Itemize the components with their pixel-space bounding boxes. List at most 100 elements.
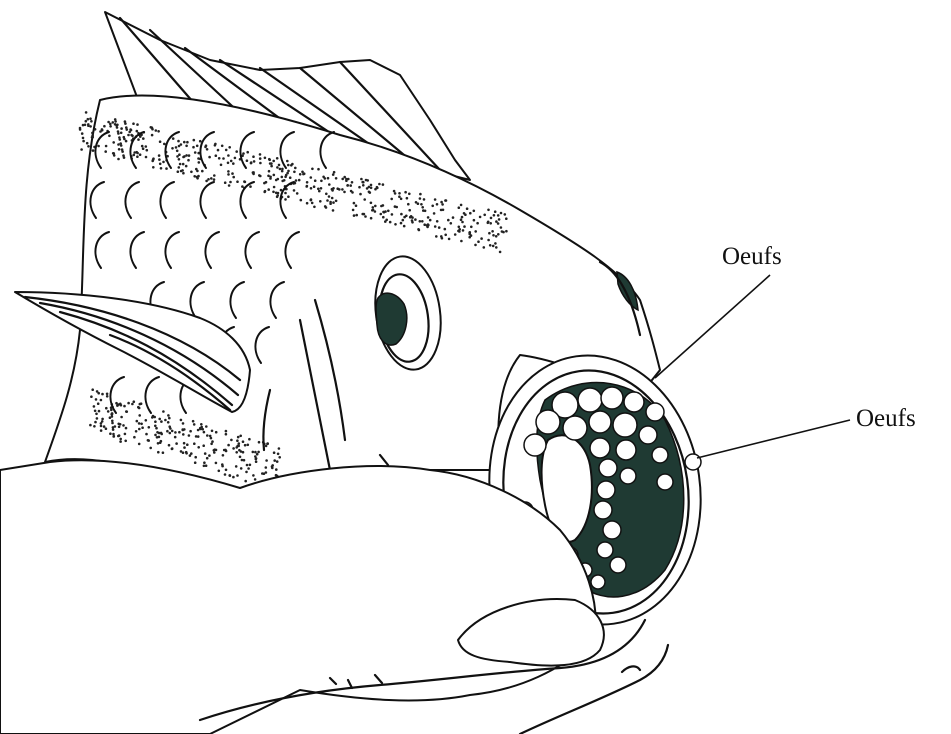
stipple-dot <box>258 174 261 177</box>
stipple-dot <box>138 414 141 417</box>
stipple-dot <box>370 202 373 205</box>
stipple-dot <box>131 403 134 406</box>
stipple-dot <box>252 173 255 176</box>
stipple-dot <box>117 158 120 161</box>
stipple-dot <box>103 125 106 128</box>
stipple-dot <box>227 170 230 173</box>
stipple-dot <box>136 420 139 423</box>
stipple-dot <box>90 120 93 123</box>
stipple-dot <box>217 149 220 152</box>
stipple-dot <box>111 413 114 416</box>
stipple-dot <box>163 143 166 146</box>
stipple-dot <box>353 214 356 217</box>
stipple-dot <box>196 145 199 148</box>
stipple-dot <box>505 230 508 233</box>
egg <box>599 459 617 477</box>
stipple-dot <box>106 395 109 398</box>
stipple-dot <box>433 212 436 215</box>
stipple-dot <box>492 245 495 248</box>
stipple-dot <box>267 175 270 178</box>
stipple-dot <box>246 464 249 467</box>
stipple-dot <box>112 152 115 155</box>
stipple-dot <box>185 145 188 148</box>
stipple-dot <box>87 118 90 121</box>
stipple-dot <box>378 183 381 186</box>
stipple-dot <box>135 430 138 433</box>
stipple-dot <box>109 416 112 419</box>
stipple-dot <box>142 137 145 140</box>
stipple-dot <box>263 191 266 194</box>
stipple-dot <box>427 223 430 226</box>
egg <box>652 447 668 463</box>
stipple-dot <box>158 158 161 161</box>
stipple-dot <box>94 128 97 131</box>
stipple-dot <box>113 435 116 438</box>
stipple-dot <box>145 145 148 148</box>
stipple-dot <box>238 442 241 445</box>
stipple-dot <box>400 198 403 201</box>
stipple-dot <box>180 419 183 422</box>
egg <box>616 440 636 460</box>
stipple-dot <box>270 165 273 168</box>
stipple-dot <box>124 433 127 436</box>
stipple-dot <box>235 465 238 468</box>
egg <box>594 501 612 519</box>
stipple-dot <box>118 426 121 429</box>
stipple-dot <box>473 219 476 222</box>
stipple-dot <box>462 229 465 232</box>
stipple-dot <box>230 160 233 163</box>
stipple-dot <box>365 179 368 182</box>
stipple-dot <box>153 416 156 419</box>
stipple-dot <box>276 460 279 463</box>
stipple-dot <box>363 198 366 201</box>
stipple-dot <box>158 154 161 157</box>
stipple-dot <box>236 445 239 448</box>
stipple-dot <box>458 226 461 229</box>
label-eggs-upper: Oeufs <box>722 243 782 270</box>
stipple-dot <box>96 417 99 420</box>
stipple-dot <box>132 122 135 125</box>
stipple-dot <box>444 199 447 202</box>
stipple-dot <box>236 474 239 477</box>
stipple-dot <box>406 197 409 200</box>
stipple-dot <box>165 167 168 170</box>
stipple-dot <box>234 157 237 160</box>
stipple-dot <box>411 221 414 224</box>
stipple-dot <box>107 410 110 413</box>
stipple-dot <box>281 168 284 171</box>
stipple-dot <box>201 170 204 173</box>
stipple-dot <box>398 195 401 198</box>
stipple-dot <box>200 426 203 429</box>
stipple-dot <box>483 246 486 249</box>
stipple-dot <box>213 449 216 452</box>
stipple-dot <box>247 467 250 470</box>
stipple-dot <box>135 151 138 154</box>
stipple-dot <box>429 219 432 222</box>
stipple-dot <box>160 420 163 423</box>
stipple-dot <box>101 393 104 396</box>
stipple-dot <box>167 421 170 424</box>
stipple-dot <box>391 213 394 216</box>
stipple-dot <box>90 395 93 398</box>
stipple-dot <box>278 447 281 450</box>
stipple-dot <box>419 197 422 200</box>
stipple-dot <box>281 176 284 179</box>
stipple-dot <box>360 178 363 181</box>
stipple-dot <box>423 198 426 201</box>
stipple-dot <box>499 251 502 254</box>
stipple-dot <box>192 146 195 149</box>
stipple-dot <box>111 420 114 423</box>
stipple-dot <box>353 202 356 205</box>
stipple-dot <box>494 242 497 245</box>
stipple-dot <box>498 218 501 221</box>
stipple-dot <box>112 121 115 124</box>
stipple-dot <box>91 388 94 391</box>
stipple-dot <box>147 439 150 442</box>
stipple-dot <box>120 144 123 147</box>
stipple-dot <box>157 130 160 133</box>
stipple-dot <box>215 462 218 465</box>
stipple-dot <box>188 434 191 437</box>
stipple-dot <box>466 207 469 210</box>
stipple-dot <box>141 426 144 429</box>
stipple-dot <box>214 144 217 147</box>
